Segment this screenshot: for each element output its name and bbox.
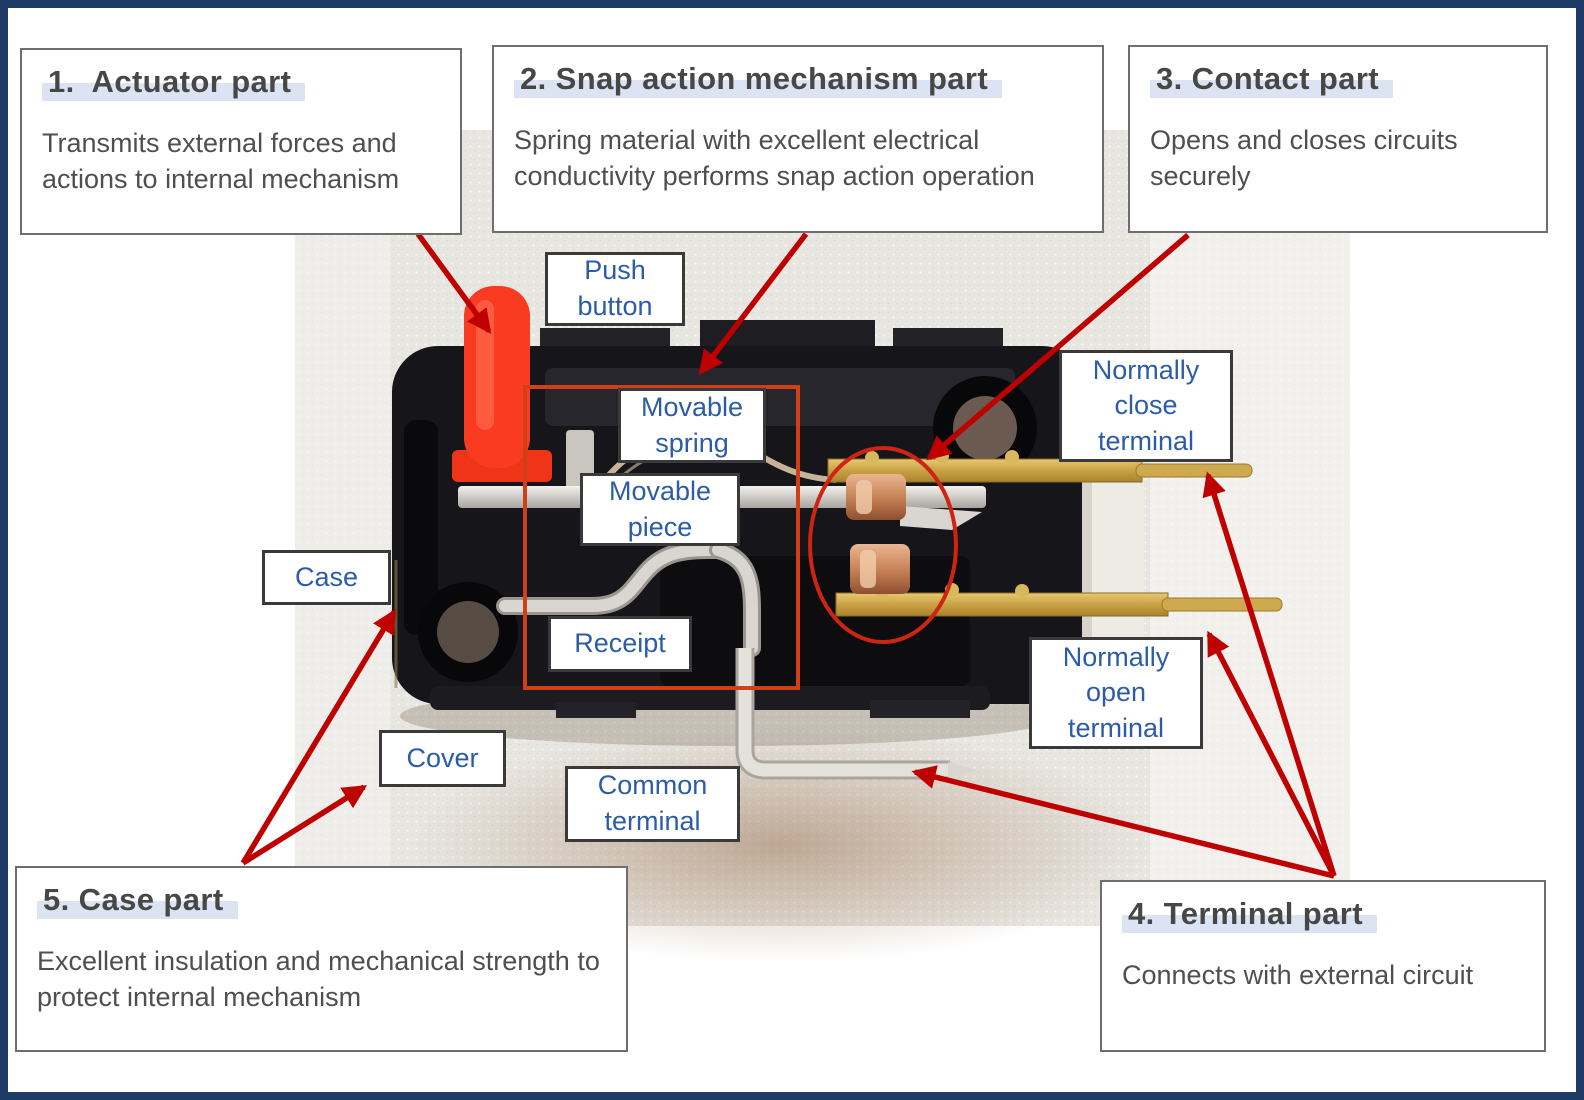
callout-contact-title: 3. Contact part	[1150, 61, 1526, 98]
arrow-case-part-to-cover	[241, 784, 368, 866]
label-case: Case	[262, 550, 391, 605]
callout-actuator-body: Transmits external forces and actions to…	[42, 128, 400, 194]
label-push-button: Push button	[545, 252, 685, 326]
callout-contact-body: Opens and closes circuits securely	[1150, 125, 1458, 191]
label-movable-spring: Movable spring	[618, 388, 766, 463]
contact-highlight-ellipse	[808, 446, 958, 644]
arrow-terminal-to-common	[911, 765, 1335, 879]
callout-terminal-body: Connects with external circuit	[1122, 960, 1474, 990]
arrow-terminal-to-no-pin	[1206, 630, 1337, 878]
arrow-contact-to-contacts	[926, 232, 1190, 461]
callout-actuator-title: 1. Actuator part	[42, 64, 440, 101]
receipt-strips	[496, 541, 761, 657]
callout-case-title: 5. Case part	[37, 882, 606, 919]
callout-case-part: 5. Case part Excellent insulation and me…	[15, 866, 628, 1052]
contact-points	[846, 474, 910, 594]
label-normally-close-terminal: Normally close terminal	[1059, 350, 1233, 462]
label-normally-open-terminal: Normally open terminal	[1029, 637, 1203, 749]
arrow-snap-to-mechanism	[698, 232, 809, 375]
label-common-terminal: Common terminal	[565, 766, 740, 842]
common-terminal-metal	[735, 648, 976, 780]
arrow-actuator-to-plunger	[415, 232, 492, 334]
callout-snap-action-part: 2. Snap action mechanism part Spring mat…	[492, 45, 1104, 233]
callout-snap-title: 2. Snap action mechanism part	[514, 61, 1082, 98]
callout-terminal-title: 4. Terminal part	[1122, 896, 1524, 933]
label-receipt: Receipt	[548, 616, 692, 672]
callout-contact-part: 3. Contact part Opens and closes circuit…	[1128, 45, 1548, 233]
callout-arrows	[240, 232, 1337, 879]
label-cover: Cover	[379, 730, 506, 787]
callout-terminal-part: 4. Terminal part Connects with external …	[1100, 880, 1546, 1052]
arrow-terminal-to-nc-pin	[1202, 471, 1337, 877]
arrow-case-part-to-case	[240, 608, 397, 865]
callout-actuator-part: 1. Actuator part Transmits external forc…	[20, 48, 462, 235]
callout-case-body: Excellent insulation and mechanical stre…	[37, 946, 600, 1012]
label-movable-piece: Movable piece	[580, 473, 740, 546]
snap-mechanism-highlight-rect	[523, 385, 800, 690]
callout-snap-body: Spring material with excellent electrica…	[514, 125, 1035, 191]
